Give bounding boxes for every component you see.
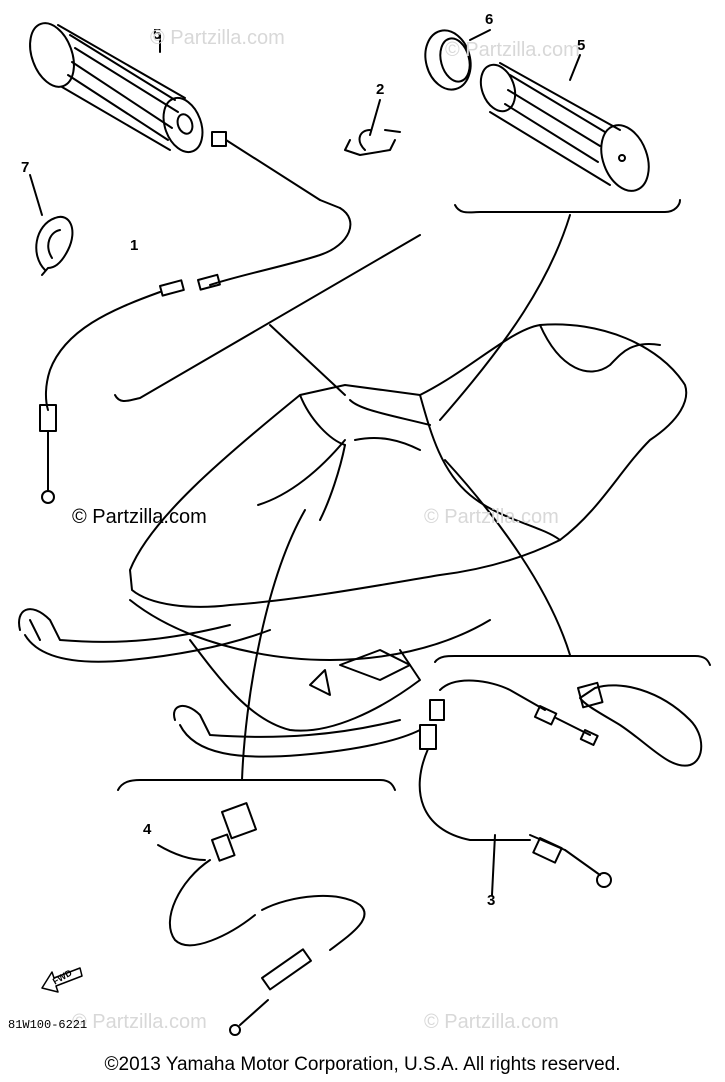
fwd-arrow-icon xyxy=(41,967,83,993)
diagram-code: 81W100-6221 xyxy=(8,1018,88,1032)
clip-2-part xyxy=(344,129,401,156)
snowmobile-body xyxy=(129,323,688,732)
left-grip-part xyxy=(29,22,204,154)
callout-2: 2 xyxy=(376,81,385,98)
brake-cable-part xyxy=(418,679,703,888)
watermark-main: © Partzilla.com xyxy=(72,506,207,528)
leader-lines xyxy=(29,29,711,896)
copyright-notice: ©2013 Yamaha Motor Corporation, U.S.A. A… xyxy=(104,1054,621,1075)
right-grip-part xyxy=(479,62,650,192)
clip-7-part xyxy=(35,215,74,276)
watermark-bottom-right: © Partzilla.com xyxy=(424,1011,559,1033)
callout-1: 1 xyxy=(130,237,139,254)
watermark-mid-right: © Partzilla.com xyxy=(424,506,559,528)
right-ski xyxy=(173,705,421,758)
left-ski xyxy=(18,608,271,663)
callout-6: 6 xyxy=(485,11,494,28)
watermark-top: © Partzilla.com xyxy=(150,27,285,49)
callout-5-left: 5 xyxy=(153,26,162,43)
callout-5-right: 5 xyxy=(577,37,586,54)
watermark-bottom-left: © Partzilla.com xyxy=(72,1011,207,1033)
callout-7: 7 xyxy=(21,159,30,176)
callout-3: 3 xyxy=(487,892,496,909)
watermark-top-right: © Partzilla.com xyxy=(445,39,580,61)
throttle-cable-part xyxy=(39,131,352,504)
ring-6-part xyxy=(424,29,472,91)
callout-4: 4 xyxy=(143,821,152,838)
cable-4-part xyxy=(169,802,366,1036)
